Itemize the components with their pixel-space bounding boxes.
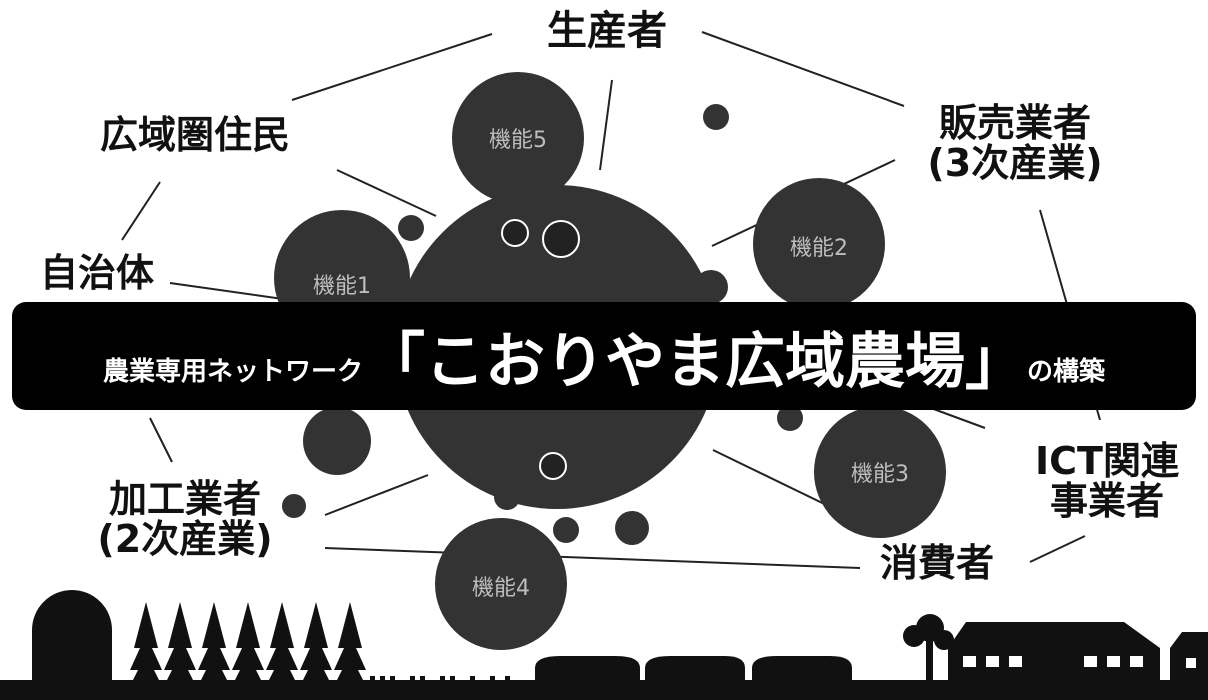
greenhouses-icon [535,656,852,700]
decorative-circle [303,407,371,475]
function-3-circle [814,406,946,538]
function-5-label: 機能5 [489,128,547,153]
landscape-silhouette [0,590,1208,700]
banner-title: こおりやま広域農場 [425,326,965,397]
tree-icon [903,614,954,680]
ict-label-line2: 事業者 [1049,478,1164,523]
decorative-circle [553,517,579,543]
grass-icon [370,676,510,682]
function-4-label: 機能4 [472,576,530,601]
seller-label: 販売業者 (3次産業) [900,101,1130,185]
banner-prefix: 農業専用ネットワーク [102,357,363,387]
decorative-circle [694,270,728,304]
banner-close-bracket: 」 [965,325,1028,398]
inner-bubbles [501,219,580,480]
function-1-label: 機能1 [313,274,371,299]
decorative-circle [615,511,649,545]
decorative-circle [398,215,424,241]
municipality-label: 自治体 [40,251,155,295]
seller-label-line2: (3次産業) [927,140,1103,185]
processor-label-line1: 加工業者 [108,477,261,521]
residents-label: 広域圏住民 [100,113,291,157]
producer-label: 生産者 [547,8,667,54]
decorative-circle [777,405,803,431]
decorative-circle [282,494,306,518]
ict-label: ICT関連 事業者 [1018,439,1196,523]
connector-lines [121,31,1101,569]
function-3-label: 機能3 [851,462,909,487]
decorative-circle [494,484,520,510]
function-4-circle [435,518,567,650]
function-2-label: 機能2 [790,236,848,261]
function-circles [274,72,946,650]
trees-icon [128,602,368,690]
seller-label-line1: 販売業者 [938,101,1091,145]
decorative-circle [703,104,729,130]
processor-label-line2: (2次産業) [97,516,273,561]
function-2-circle [753,178,885,310]
banner-suffix: の構築 [1027,357,1106,387]
processor-label: 加工業者 (2次産業) [80,477,290,561]
banner-open-bracket: 「 [362,325,425,398]
title-banner: 農業専用ネットワーク 「 こおりやま広域農場 」 の構築 [12,302,1196,410]
consumer-label: 消費者 [880,541,995,585]
function-5-circle [452,72,584,204]
silo-icon [32,590,112,700]
ict-label-line1: ICT関連 [1035,439,1179,483]
